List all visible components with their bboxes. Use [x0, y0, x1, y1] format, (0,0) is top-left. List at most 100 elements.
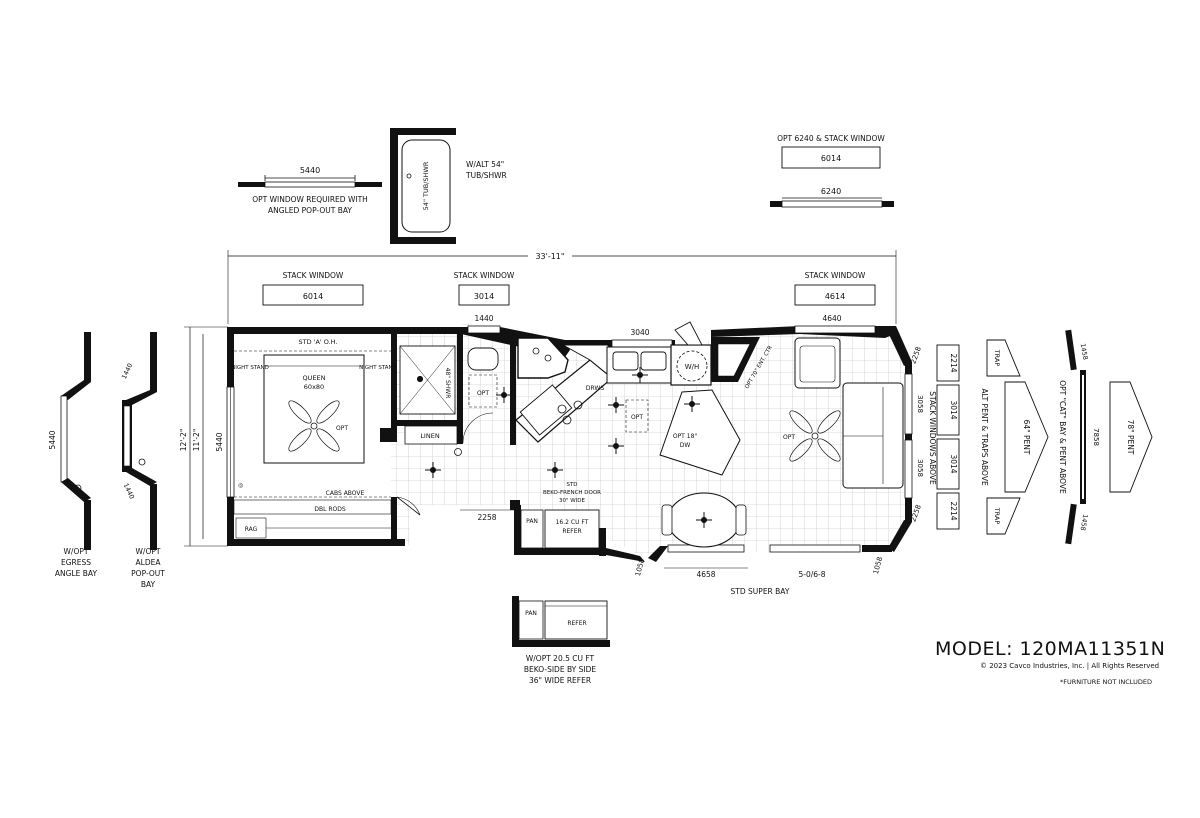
- svg-text:3014: 3014: [949, 454, 958, 473]
- nightstand-left: NIGHT STAND: [231, 365, 269, 371]
- svg-text:4640: 4640: [822, 314, 841, 323]
- drawers-label: DRWS: [586, 385, 604, 392]
- svg-text:2214: 2214: [949, 501, 958, 520]
- svg-text:4614: 4614: [825, 292, 845, 301]
- opt-6240-title: OPT 6240 & STACK WINDOW: [777, 134, 885, 143]
- opt-window-5440: 5440 OPT WINDOW REQUIRED WITH ANGLED POP…: [238, 166, 382, 215]
- svg-text:4658: 4658: [696, 570, 715, 579]
- svg-text:STACK WINDOWS ABOVE: STACK WINDOWS ABOVE: [928, 391, 937, 485]
- svg-text:3058: 3058: [916, 395, 924, 413]
- super-bay-label: STD SUPER BAY: [731, 587, 790, 596]
- queen-bed-label: QUEEN: [303, 374, 326, 382]
- svg-text:1058: 1058: [872, 556, 884, 575]
- nightstand-right: NIGHT STAND: [359, 365, 397, 371]
- pan-label: PAN: [526, 518, 538, 525]
- svg-text:EGRESS: EGRESS: [61, 558, 91, 567]
- egress-angle-bay: 5440 W/OPT EGRESS ANGLE BAY: [48, 332, 97, 578]
- svg-text:STACK WINDOW: STACK WINDOW: [283, 271, 344, 280]
- cabs-above-label: CABS ABOVE: [326, 490, 365, 497]
- model-number: MODEL: 120MA11351N: [935, 638, 1166, 660]
- svg-text:2214: 2214: [949, 353, 958, 372]
- svg-text:5440: 5440: [48, 430, 57, 449]
- beko-label-3: 30" WIDE: [559, 498, 586, 504]
- svg-text:1458: 1458: [1079, 343, 1090, 361]
- furniture-note: *FURNITURE NOT INCLUDED: [1060, 678, 1152, 686]
- svg-text:36" WIDE REFER: 36" WIDE REFER: [529, 676, 591, 685]
- rag-label: RAG: [245, 526, 258, 533]
- svg-text:OPT: OPT: [783, 434, 795, 441]
- opt-window-size: 5440: [300, 166, 320, 175]
- svg-text:3058: 3058: [916, 459, 924, 477]
- dw-label-1: OPT 18": [673, 433, 698, 440]
- svg-text:PAN: PAN: [525, 610, 537, 617]
- front-pent-traps: TRAP TRAP 64" PENT ALT PENT & TRAPS ABOV…: [980, 339, 1049, 535]
- opt-window-note-1: OPT WINDOW REQUIRED WITH: [252, 195, 368, 204]
- dbl-rods-label: DBL RODS: [314, 506, 345, 513]
- opt-6240-window-size: 6240: [821, 187, 841, 196]
- svg-text:W/OPT 20.5 CU FT: W/OPT 20.5 CU FT: [526, 654, 595, 663]
- svg-text:TRAP: TRAP: [993, 507, 1001, 525]
- svg-text:7858: 7858: [1092, 428, 1100, 446]
- refer-label-2: REFER: [562, 528, 581, 535]
- main-floor: LINEN 48" SHWR OPT DRWS W/H: [226, 321, 913, 562]
- svg-text:OPT "CAT" BAY & PENT ABOVE: OPT "CAT" BAY & PENT ABOVE: [1058, 380, 1067, 494]
- svg-text:1440: 1440: [122, 482, 136, 500]
- refer-label-1: 16.2 CU FT: [556, 519, 589, 526]
- ceiling-fan-bedroom-icon: OPT: [288, 400, 348, 452]
- svg-text:6014: 6014: [303, 292, 323, 301]
- svg-text:STACK WINDOW: STACK WINDOW: [805, 271, 866, 280]
- svg-text:W/OPT: W/OPT: [64, 547, 89, 556]
- alt-tub-note-2: TUB/SHWR: [465, 171, 507, 180]
- svg-text:1458: 1458: [1079, 514, 1090, 532]
- svg-text:1440: 1440: [120, 362, 134, 380]
- alt-refer-option: PAN REFER W/OPT 20.5 CU FT BEKO-SIDE BY …: [512, 596, 610, 685]
- svg-text:3014: 3014: [949, 400, 958, 419]
- svg-text:ALDEA: ALDEA: [136, 558, 162, 567]
- svg-text:STACK WINDOW: STACK WINDOW: [454, 271, 515, 280]
- front-stack-windows: 2214 3014 3014 2214 STACK WINDOWS ABOVE: [928, 344, 960, 530]
- opt-window-note-2: ANGLED POP-OUT BAY: [268, 206, 352, 215]
- opt-toilet-label: OPT: [477, 390, 489, 397]
- svg-text:W/OPT: W/OPT: [136, 547, 161, 556]
- water-heater-label: W/H: [685, 363, 700, 371]
- svg-text:2258: 2258: [477, 513, 496, 522]
- ceiling-fan-living-icon: OPT: [783, 410, 841, 462]
- svg-text:2258: 2258: [909, 346, 923, 365]
- svg-text:5440: 5440: [215, 432, 224, 451]
- svg-text:ALT PENT & TRAPS ABOVE: ALT PENT & TRAPS ABOVE: [980, 388, 989, 486]
- svg-text:1058: 1058: [634, 558, 646, 577]
- ceiling-fan-marker: ◎: [238, 482, 243, 489]
- overall-length: 33'-11": [535, 252, 564, 261]
- alt-tub-option: 54" TUB/SHWR W/ALT 54" TUB/SHWR: [390, 128, 507, 244]
- opt-kitchen-label: OPT: [631, 414, 643, 421]
- svg-text:64" PENT: 64" PENT: [1022, 420, 1031, 455]
- svg-text:1440: 1440: [474, 314, 493, 323]
- tub-label: 54" TUB/SHWR: [422, 161, 430, 210]
- svg-text:BAY: BAY: [141, 580, 156, 589]
- dw-label-2: DW: [680, 442, 691, 449]
- beko-label-1: STD: [566, 482, 577, 488]
- linen-label: LINEN: [420, 432, 440, 440]
- overall-dimension: 33'-11": [227, 249, 897, 324]
- queen-size-label: 60x80: [304, 383, 324, 391]
- svg-text:12'-2": 12'-2": [179, 429, 188, 452]
- stack-window-1: STACK WINDOW 6014: [262, 271, 364, 306]
- svg-text:POP-OUT: POP-OUT: [131, 569, 165, 578]
- beko-label-2: BEKO-FRENCH DOOR: [543, 490, 601, 496]
- svg-text:TRAP: TRAP: [993, 349, 1001, 367]
- side-dimensions: 12'-2" 11'-2": [179, 326, 228, 547]
- svg-text:78" PENT: 78" PENT: [1126, 420, 1135, 455]
- stack-window-2: STACK WINDOW 3014: [454, 271, 515, 306]
- shower-label: 48" SHWR: [444, 368, 451, 399]
- svg-text:3040: 3040: [630, 328, 649, 337]
- opt-6240-stack-size: 6014: [821, 154, 841, 163]
- svg-text:OPT: OPT: [336, 425, 348, 432]
- alt-tub-note-1: W/ALT 54": [466, 160, 504, 169]
- light-fixtures: [417, 367, 712, 528]
- stack-window-3: STACK WINDOW 4614: [794, 271, 876, 306]
- svg-text:3014: 3014: [474, 292, 494, 301]
- front-cat-bay: 7858 1458 1458 OPT "CAT" BAY & PENT ABOV…: [1058, 329, 1153, 545]
- svg-text:11'-2": 11'-2": [192, 429, 201, 452]
- copyright: © 2023 Cavco Industries, Inc. | All Righ…: [980, 662, 1160, 670]
